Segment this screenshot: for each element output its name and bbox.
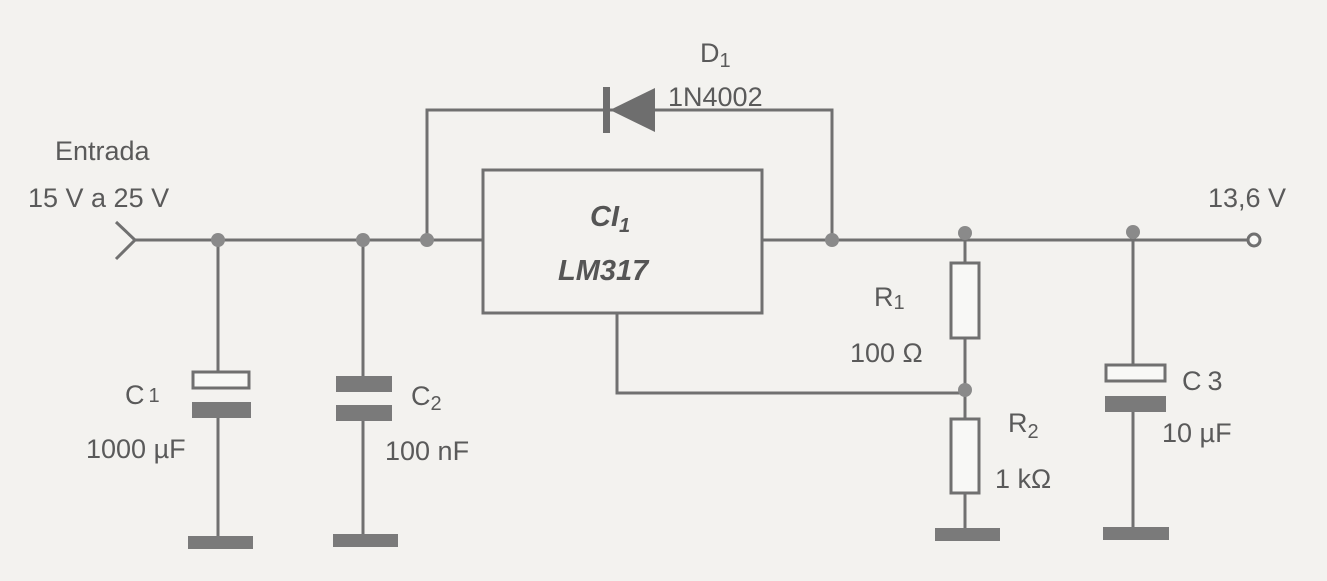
diode-icon [610,88,655,132]
ground-icon [1103,527,1169,540]
c2-ref: C2 [411,381,442,415]
adjust-wire [615,313,965,395]
input-range: 15 V a 25 V [28,183,169,213]
c2-value: 100 nF [385,436,469,466]
r2-value: 1 kΩ [995,464,1051,494]
ground-icon [935,528,1000,541]
input-label: Entrada [55,136,151,166]
capacitor-c2 [333,240,398,547]
output-voltage: 13,6 V [1208,183,1286,213]
ic-ref: CI1 [590,201,630,237]
ground-icon [188,536,253,549]
diode-part: 1N4002 [668,82,763,112]
resistor-r1 [949,240,981,419]
ic-part: LM317 [558,255,650,287]
ground-icon [333,534,398,547]
capacitor-c1 [188,240,253,549]
r1-ref: R1 [874,282,905,314]
output-terminal-icon [1246,232,1262,248]
diode-ref: D1 [700,38,731,72]
input-terminal-icon [114,220,138,261]
c1-value: 1000 µF [86,434,186,464]
ic-box [481,168,764,315]
c3-value: 10 µF [1162,418,1232,448]
junction-nodes [211,225,1140,397]
capacitor-c3 [1103,240,1169,540]
resistor-r2 [935,417,1000,541]
diode-d1 [603,87,655,133]
r2-ref: R2 [1008,408,1039,443]
r1-value: 100 Ω [850,338,923,368]
